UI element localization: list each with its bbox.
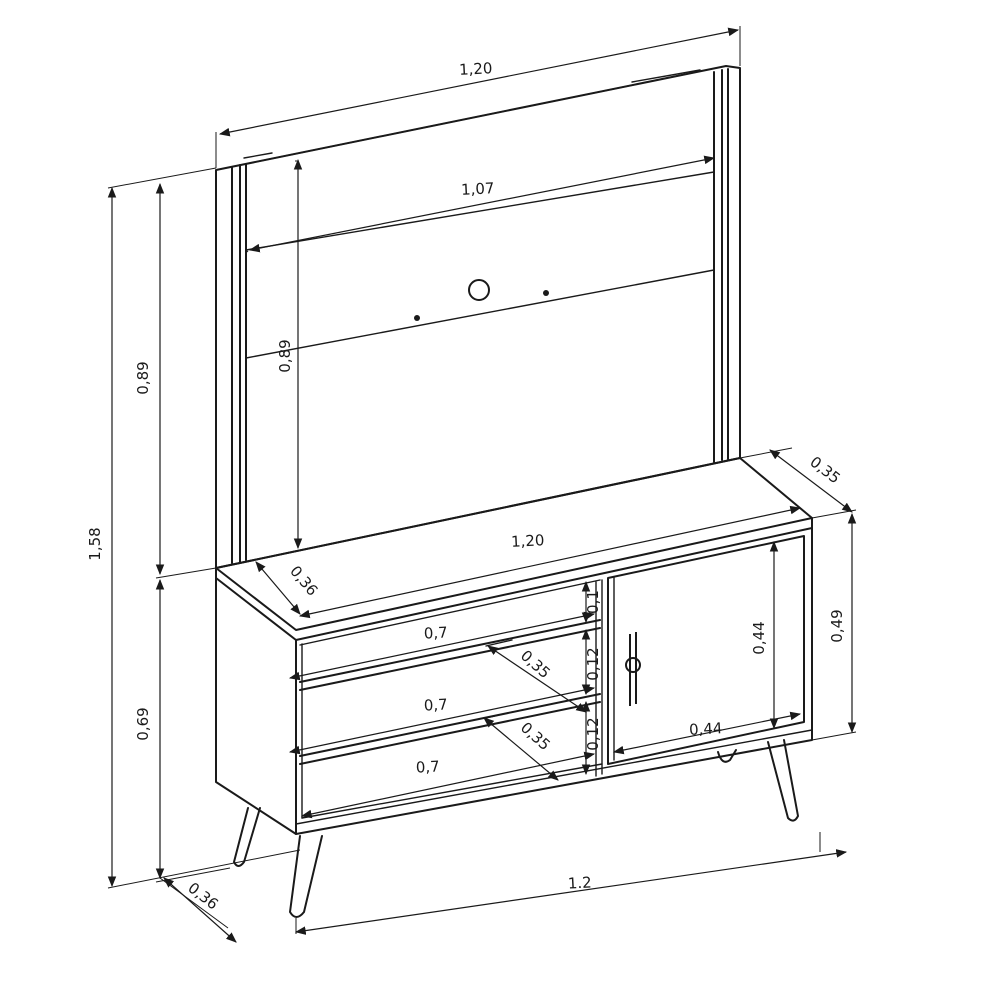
tv-stand-base: [215, 457, 813, 835]
leg-front-right: [767, 739, 799, 822]
panel-right-post: [713, 68, 729, 463]
shelf-1: [299, 619, 601, 691]
label-panel-inner-width: 1,07: [461, 179, 495, 199]
panel-outline: [215, 65, 741, 569]
dim-line-side-depth: [769, 449, 853, 513]
dimension-labels: 1,20 1,07 0,89 1,58 0,89 0,69 1,20 0,36 …: [86, 59, 846, 913]
dim-line-door-width: [612, 711, 802, 755]
label-shelf-depth-1: 0,35: [517, 646, 554, 682]
dim-line-shelf-width-3: [300, 751, 596, 819]
label-panel-height: 0,89: [134, 361, 152, 394]
label-base-width: 1.2: [567, 873, 592, 892]
label-cabinet-height: 0,49: [828, 609, 846, 642]
label-door-height: 0,44: [750, 621, 768, 654]
label-top-depth: 0,36: [286, 562, 321, 599]
label-shelf-gap-top: 0,1: [584, 590, 602, 614]
label-panel-width: 1,20: [459, 59, 493, 79]
label-base-height: 0,69: [134, 707, 152, 740]
label-shelf-gap-low: 0,12: [584, 717, 602, 750]
door-handle-knob: [625, 657, 641, 673]
dim-line-shelf-width-1: [288, 611, 596, 681]
panel-front-face: [245, 171, 715, 359]
label-door-width: 0,44: [689, 719, 723, 739]
leg-front-left: [289, 835, 323, 918]
tv-panel: [215, 65, 741, 569]
dim-line-shelf-width-2: [288, 685, 596, 755]
label-top-width: 1,20: [511, 531, 545, 551]
label-total-height: 1,58: [86, 527, 104, 560]
cable-hole: [468, 279, 490, 301]
open-compartment: [299, 579, 603, 819]
dim-line-base-depth: [163, 877, 237, 943]
label-shelf-width-3: 0,7: [415, 757, 440, 776]
extension-lines: [107, 26, 857, 934]
shelf-2: [299, 693, 601, 765]
dimension-lines: [107, 27, 857, 943]
label-base-depth: 0,36: [184, 879, 221, 914]
leg-rear-left: [233, 807, 261, 867]
label-shelf-width-1: 0,7: [423, 623, 448, 642]
leg-rear-right: [717, 749, 737, 763]
panel-left-post: [231, 163, 247, 564]
label-shelf-depth-2: 0,35: [517, 718, 554, 754]
dim-line-base-width: [294, 849, 848, 935]
stand-left-side: [215, 577, 297, 835]
door-handle-icon: [629, 632, 637, 706]
hairpin-legs: [233, 739, 799, 918]
label-panel-inner-height: 0,89: [276, 339, 294, 372]
dim-line-panel-inner-width: [248, 155, 716, 253]
label-shelf-width-2: 0,7: [423, 695, 448, 714]
panel-top-edge: [215, 65, 727, 171]
dim-line-panel-width: [218, 27, 740, 137]
dim-line-top-width: [298, 505, 802, 619]
mount-hole-left: [414, 315, 420, 321]
dim-line-top-depth: [255, 561, 301, 615]
mount-hole-right: [543, 290, 549, 296]
label-shelf-gap-mid: 0,12: [584, 647, 602, 680]
